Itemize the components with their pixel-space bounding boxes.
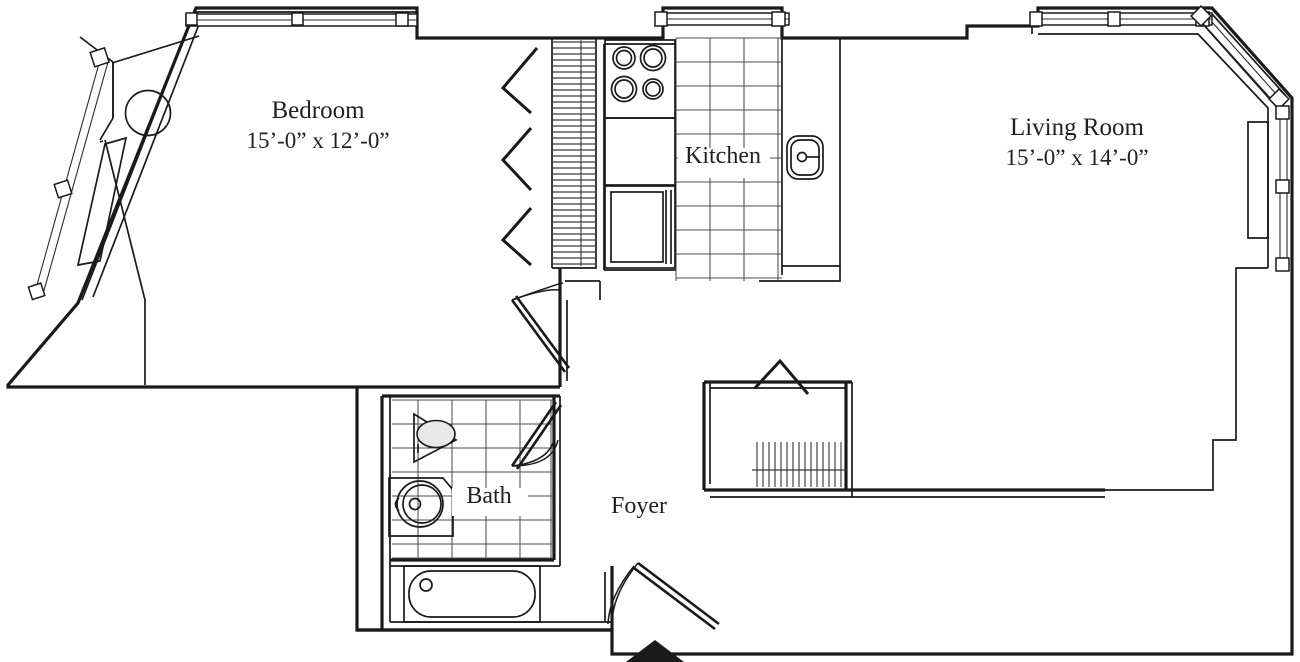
- kitchen-sink: [786, 135, 824, 180]
- closet-hanging-hatch: [553, 40, 595, 266]
- entry-door[interactable]: [607, 561, 720, 631]
- bay-window-left: [27, 7, 204, 385]
- bay-window-right: [1031, 5, 1290, 272]
- bedroom-door[interactable]: [510, 282, 571, 373]
- outer-walls: [6, 6, 1294, 656]
- window-top-left: [185, 11, 418, 27]
- interior-walls: [357, 38, 1105, 632]
- room-label-bath: Bath: [466, 483, 511, 509]
- vanity-sink: [388, 477, 454, 537]
- room-labels: Bedroom 15’-0” x 12’-0” Living Room 15’-…: [246, 97, 1148, 519]
- living-room-built-in: [1247, 121, 1269, 239]
- room-label-living-room: Living Room: [1010, 114, 1145, 141]
- foyer-closet-hanging-hatch: [752, 442, 846, 487]
- bedroom-radiator: [76, 136, 128, 267]
- bath: [388, 399, 563, 623]
- bathtub: [403, 565, 541, 623]
- kitchen: [603, 37, 824, 281]
- bedroom-closet: [500, 38, 597, 269]
- window-top-right: [1029, 11, 1213, 27]
- bath-label-background: [452, 488, 528, 516]
- stove-four-burner: [604, 39, 676, 119]
- room-label-foyer: Foyer: [611, 493, 667, 519]
- room-dim-bedroom: 15’-0” x 12’-0”: [246, 128, 389, 153]
- kitchen-dishwasher: [604, 185, 676, 269]
- bath-floor-tile: [392, 399, 553, 559]
- room-label-kitchen: Kitchen: [685, 143, 761, 169]
- room-dim-living-room: 15’-0” x 14’-0”: [1005, 145, 1148, 170]
- bath-door[interactable]: [510, 401, 563, 470]
- kitchen-label-background: [678, 148, 770, 178]
- foyer-closet-bifold-doors[interactable]: [753, 358, 810, 395]
- bedroom-column: [124, 89, 172, 137]
- foyer-closet: [752, 358, 846, 487]
- closet-bifold-doors[interactable]: [500, 47, 539, 267]
- entry-direction-triangle: [626, 640, 684, 662]
- toilet: [413, 412, 458, 464]
- kitchen-counter: [604, 117, 676, 186]
- living-room-right-wall: [1105, 267, 1268, 491]
- window-top-center: [654, 11, 790, 27]
- room-label-bedroom: Bedroom: [271, 97, 365, 124]
